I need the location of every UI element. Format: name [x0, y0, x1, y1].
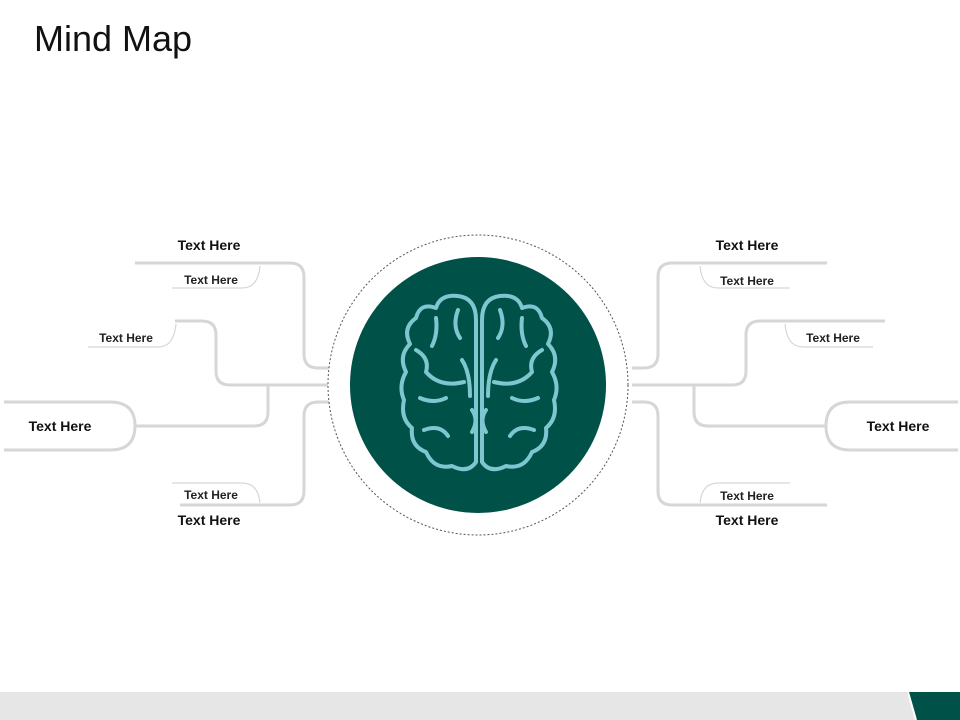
tab-left-top [172, 265, 261, 289]
connector-left-center [135, 385, 270, 428]
connector-left-mid [175, 319, 330, 387]
tab-right-mid [784, 323, 873, 348]
node-left-bottom-sub: Text Here [184, 488, 238, 502]
brain-icon [399, 293, 559, 472]
node-right-top-sub: Text Here [720, 274, 774, 288]
node-right-bottom-sub: Text Here [720, 489, 774, 503]
connector-right-center [692, 385, 826, 428]
node-left-bottom-main: Text Here [178, 512, 241, 528]
label-tabs [88, 265, 873, 504]
node-right-bottom-main: Text Here [716, 512, 779, 528]
node-left-top-main: Text Here [178, 237, 241, 253]
connector-right-mid [632, 319, 885, 387]
footer-accent [908, 692, 960, 720]
node-left-top-sub: Text Here [184, 273, 238, 287]
node-right-mid-sub: Text Here [806, 331, 860, 345]
connector-left-bottom [180, 400, 330, 507]
node-right-center: Text Here [867, 418, 930, 434]
node-pill-left-center [4, 400, 137, 452]
tab-right-bottom [699, 482, 790, 504]
tab-left-mid [88, 323, 177, 348]
tab-left-bottom [172, 482, 261, 504]
connector-left-top [135, 261, 330, 370]
node-left-mid-sub: Text Here [99, 331, 153, 345]
footer-bar [0, 692, 960, 720]
tab-right-top [699, 265, 790, 289]
connector-right-bottom [632, 400, 827, 507]
page-title: Mind Map [34, 18, 193, 59]
node-left-center: Text Here [29, 418, 92, 434]
connector-right-top [632, 261, 827, 370]
node-pill-right-center [824, 400, 958, 452]
connectors [135, 261, 885, 507]
node-right-top-main: Text Here [716, 237, 779, 253]
